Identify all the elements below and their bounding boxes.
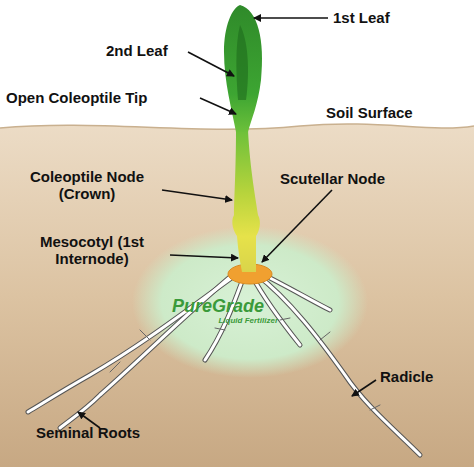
part-label: Scutellar Node [280,170,430,187]
roots [28,272,420,455]
part-label: Radicle [380,368,470,385]
part-label: 1st Leaf [333,9,453,26]
watermark-text: Liquid Fertilizer [168,316,278,325]
surface-label: Soil Surface [326,104,466,121]
stem [232,130,260,272]
part-label: Coleoptile Node (Crown) [12,168,162,203]
first-leaf [224,5,262,132]
leader-arrows [78,18,376,428]
soil [0,124,474,467]
part-label: 2nd Leaf [106,42,196,59]
part-label: Seminal Roots [36,424,196,441]
second-leaf [236,25,248,100]
watermark-logo: PureGrade [158,296,278,317]
part-label: Mesocotyl (1st Internode) [12,233,172,268]
part-label: Open Coleoptile Tip [6,89,206,106]
